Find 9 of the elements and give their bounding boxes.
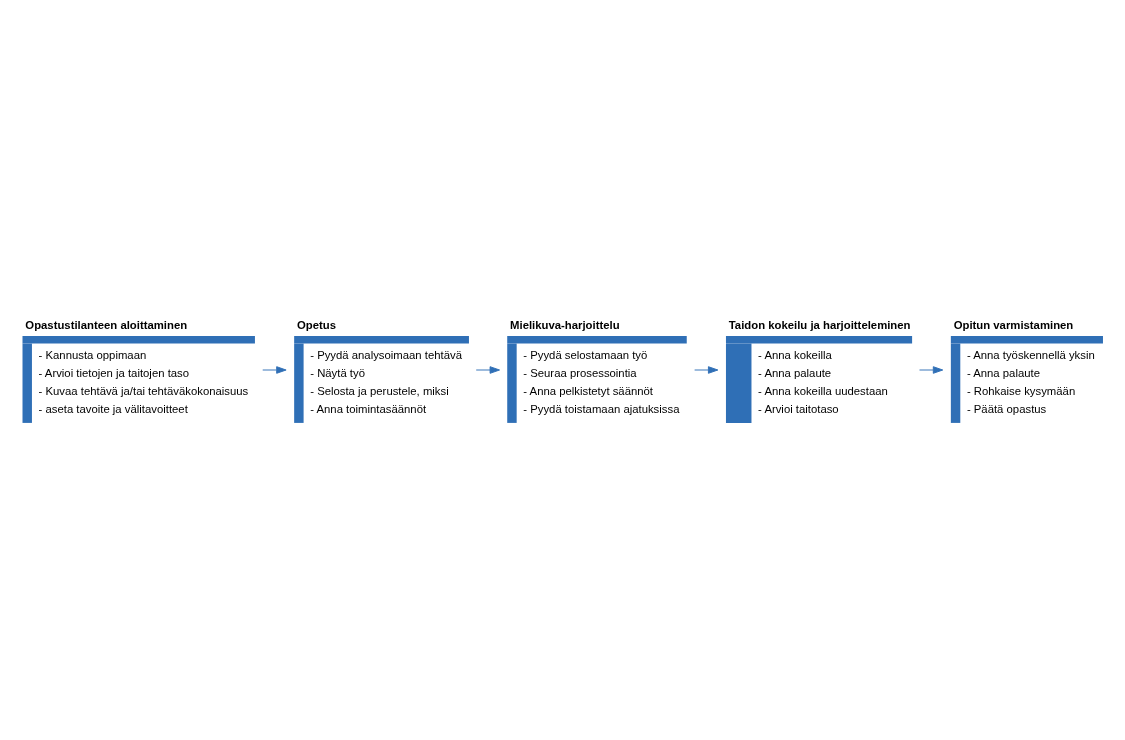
node-label: Taidon kokeilu ja harjoitteleminen — [728, 318, 911, 331]
arrow — [919, 366, 944, 374]
node-label: Opastustilanteen aloittaminen — [25, 318, 188, 331]
arrow — [262, 366, 287, 374]
arrow — [475, 366, 500, 374]
node-label: Opetus — [296, 318, 337, 331]
arrow — [694, 366, 719, 374]
node-label: Mielikuva-harjoittelu — [510, 318, 620, 331]
node-label: Opitun varmistaminen — [953, 318, 1074, 331]
